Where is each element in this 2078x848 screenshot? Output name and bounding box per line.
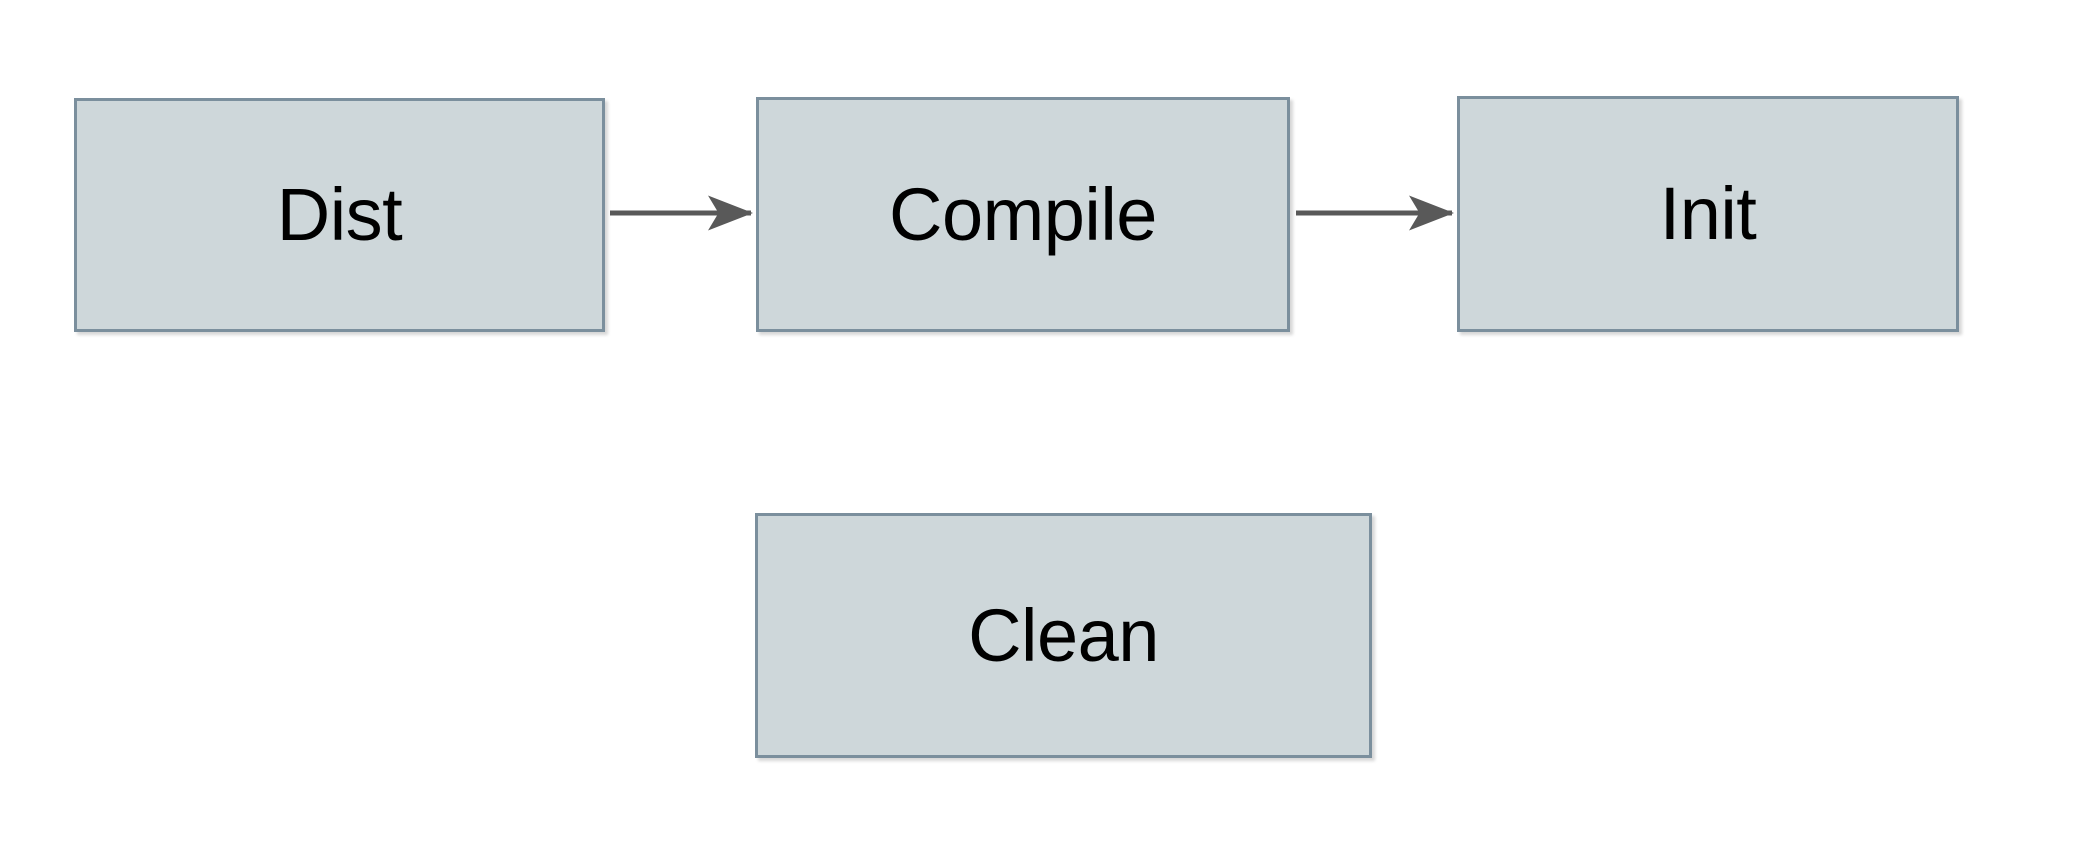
- node-label-compile: Compile: [889, 172, 1157, 256]
- node-dist[interactable]: Dist: [74, 98, 605, 332]
- node-label-dist: Dist: [276, 173, 403, 256]
- node-label-clean: Clean: [968, 593, 1159, 677]
- node-init[interactable]: Init: [1457, 96, 1959, 332]
- node-compile[interactable]: Compile: [756, 97, 1290, 332]
- node-label-init: Init: [1659, 172, 1757, 255]
- node-clean[interactable]: Clean: [755, 513, 1372, 758]
